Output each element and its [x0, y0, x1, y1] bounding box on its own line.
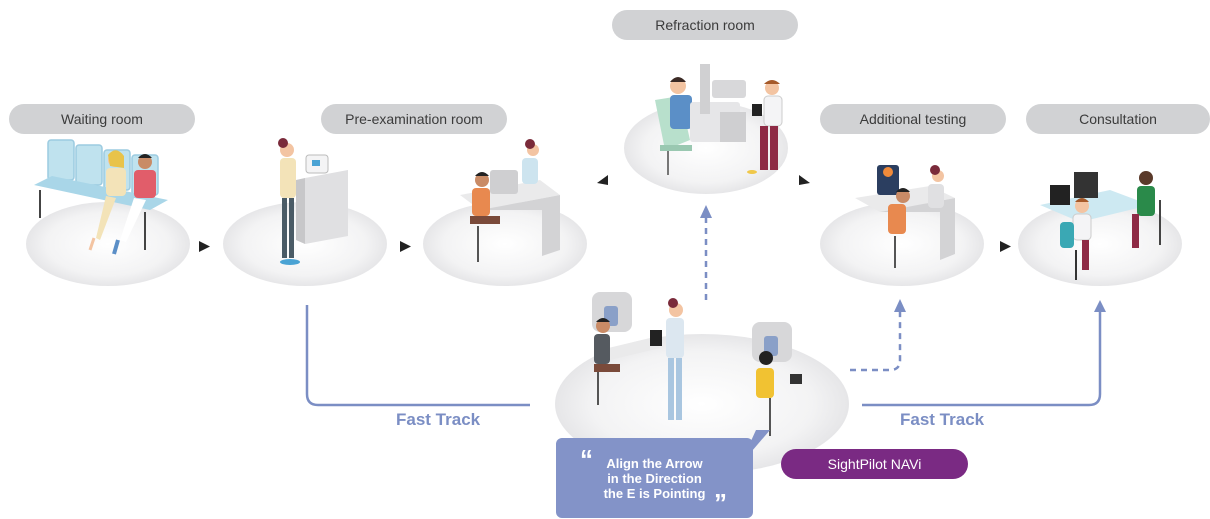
- fast-track-label-left: Fast Track: [396, 410, 481, 429]
- fast-track-left-line: [305, 305, 530, 407]
- refraction-room-illustration: [655, 64, 783, 175]
- arrow-right-icon: [1000, 241, 1011, 252]
- close-quote-icon: ”: [714, 488, 727, 518]
- speech-line-3: the E is Pointing: [603, 486, 706, 501]
- arrow-up-left-icon: [597, 175, 608, 185]
- sightpilot-navi-badge: SightPilot NAVi: [781, 449, 968, 479]
- arrow-up-icon: [894, 299, 906, 312]
- open-quote-icon: “: [580, 444, 593, 474]
- fast-track-label-right: Fast Track: [900, 410, 985, 429]
- waiting-room-platform: [26, 202, 190, 286]
- label-pre-examination-room: Pre-examination room: [321, 104, 507, 134]
- speech-bubble: “ Align the Arrow in the Direction the E…: [556, 438, 753, 518]
- waiting-room-illustration: [34, 139, 168, 255]
- speech-text: Align the Arrow in the Direction the E i…: [556, 456, 753, 501]
- speech-line-2: in the Direction: [607, 471, 702, 486]
- label-waiting-room: Waiting room: [9, 104, 195, 134]
- arrow-up-right-icon: [799, 175, 810, 185]
- pre-exam-exam-illustration: [460, 139, 560, 262]
- fast-track-right-line: [862, 310, 1102, 407]
- pre-exam-station-illustration: [278, 138, 348, 265]
- consultation-illustration: [1040, 171, 1161, 280]
- arrow-right-icon: [400, 241, 411, 252]
- dashed-path-additional: [850, 312, 902, 372]
- label-additional-testing: Additional testing: [820, 104, 1006, 134]
- consultation-platform: [1018, 202, 1182, 286]
- speech-line-1: Align the Arrow: [606, 456, 703, 471]
- arrow-up-icon: [700, 205, 712, 218]
- label-consultation: Consultation: [1026, 104, 1210, 134]
- sightpilot-station-illustration: [592, 292, 802, 465]
- additional-testing-illustration: [855, 165, 955, 268]
- arrow-up-icon: [1094, 300, 1106, 312]
- label-refraction-room: Refraction room: [612, 10, 798, 40]
- arrow-right-icon: [199, 241, 210, 252]
- pre-exam-platform-2: [423, 202, 587, 286]
